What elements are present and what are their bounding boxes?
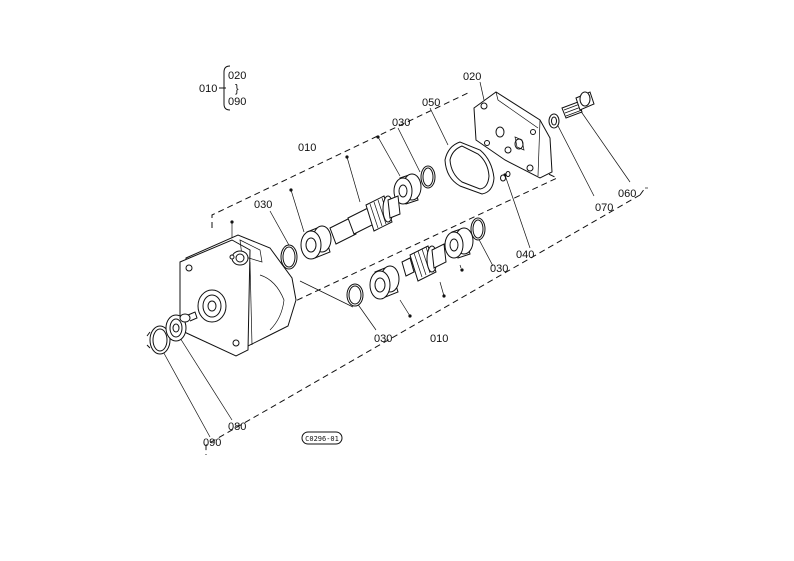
label-cover: 020: [463, 71, 481, 83]
oil-seal: [165, 314, 187, 342]
figure-code: C0296-01: [305, 435, 339, 443]
bolt: [561, 91, 595, 119]
driven-gear-shaft: [401, 243, 447, 282]
oring-bottom: [346, 283, 364, 307]
label-snap-ring: 090: [203, 437, 221, 449]
legend-bracket: 010 020 } 090: [199, 65, 246, 111]
label-oring-bottom: 030: [374, 333, 392, 345]
label-oring-left: 030: [254, 199, 272, 211]
snap-ring: [146, 325, 171, 355]
label-bolt: 060: [618, 188, 636, 200]
part-labels: 010 020 050 030 030 030 040 070 060 030 …: [203, 71, 636, 449]
label-pin: 040: [516, 249, 534, 261]
label-assembly-bottom: 010: [430, 333, 448, 345]
assembly-boundary: [205, 91, 646, 455]
label-gasket: 050: [422, 97, 440, 109]
bearing-left-drive: [300, 225, 332, 260]
bearing-right-driven: [444, 227, 474, 259]
oring-left: [280, 244, 298, 270]
pump-housing: [179, 234, 297, 357]
oring-right: [470, 217, 486, 241]
label-oring-top: 030: [392, 117, 410, 129]
legend-brace: [219, 65, 231, 111]
label-seal: 080: [228, 421, 246, 433]
pin: [500, 171, 511, 182]
label-washer: 070: [595, 202, 613, 214]
drive-gear-shaft: [329, 195, 401, 245]
oring-top: [420, 165, 436, 189]
gasket: [444, 141, 495, 195]
cover: [473, 91, 553, 179]
shaft-end: [179, 311, 198, 323]
label-oring-right: 030: [490, 263, 508, 275]
legend-from-label: 020: [228, 70, 246, 82]
legend-to-label: 090: [228, 96, 246, 108]
label-assembly-top: 010: [298, 142, 316, 154]
bearing-left-driven: [369, 265, 400, 300]
leader-lines: [159, 81, 648, 438]
legend-parent-label: 010: [199, 83, 217, 95]
figure-code-badge: C0296-01: [301, 431, 343, 445]
washer: [548, 113, 560, 129]
legend-sep-label: }: [235, 83, 239, 95]
